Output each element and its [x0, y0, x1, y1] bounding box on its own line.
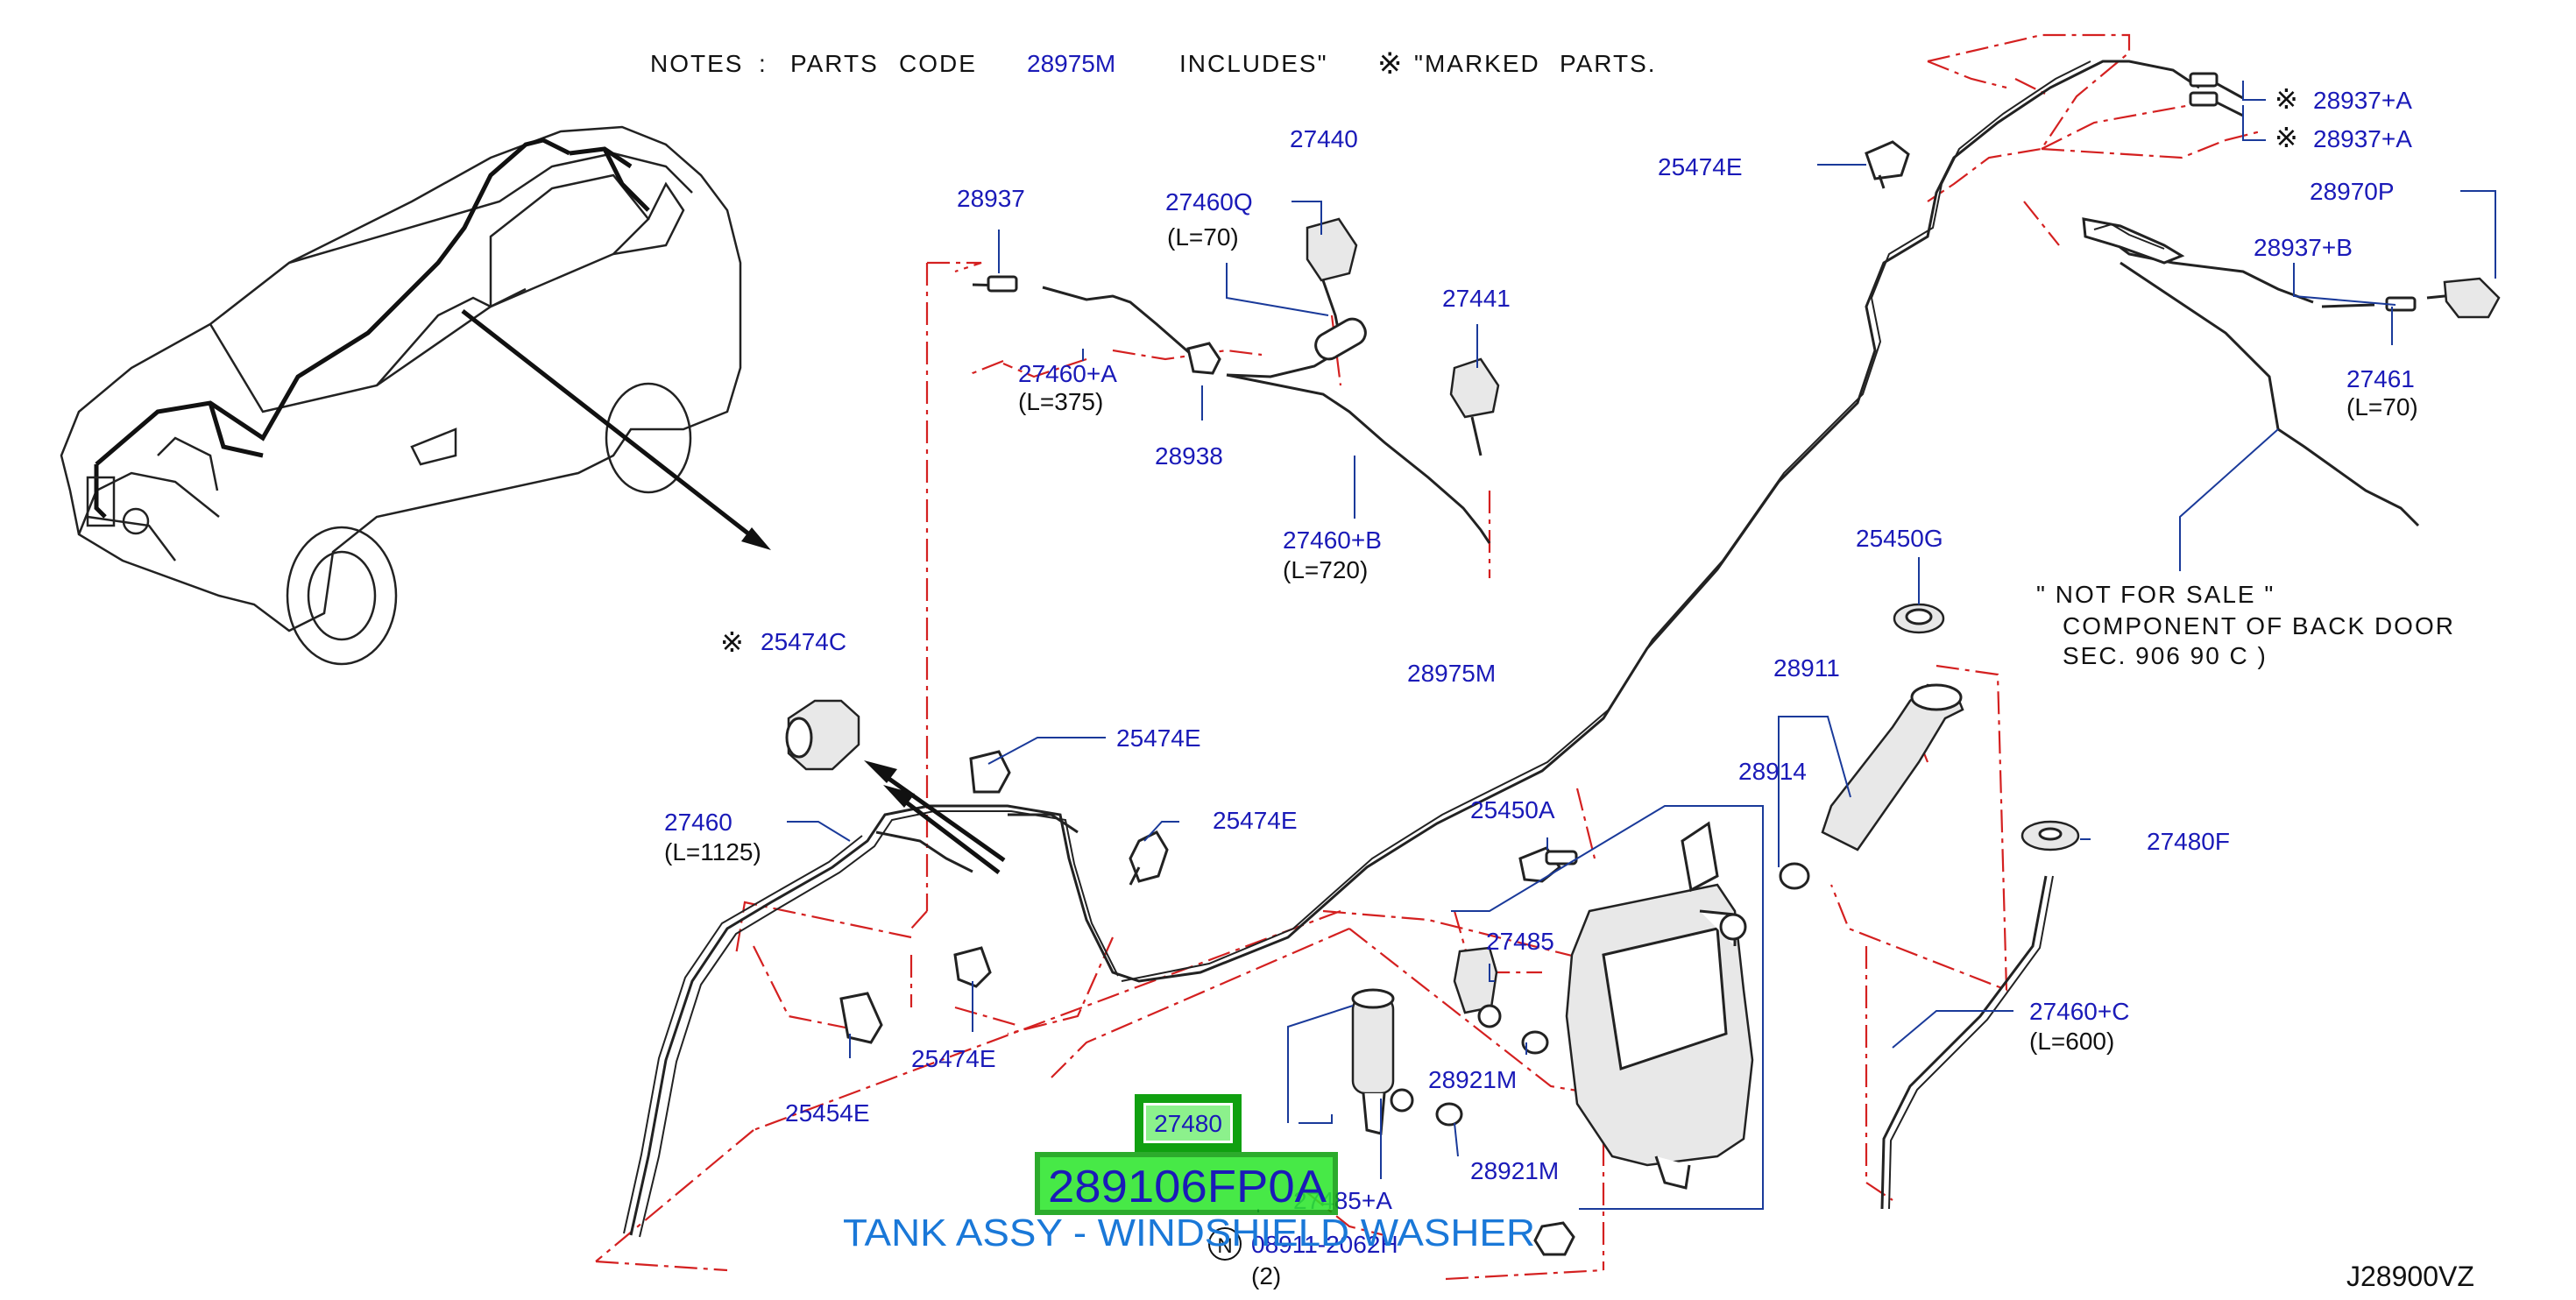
label-27460a-length: (L=375): [1018, 388, 1103, 415]
label-25474e-low: 25474E: [911, 1045, 996, 1072]
note-colon: :: [759, 50, 768, 77]
highlighted-part-name[interactable]: TANK ASSY - WINDSHIELD WASHER: [843, 1212, 1535, 1254]
label-27460-length: (L=1125): [664, 838, 761, 865]
highlighted-part-code[interactable]: 289106FP0A: [1048, 1162, 1327, 1212]
label-27460: 27460: [664, 809, 732, 836]
note-parts-word: PARTS: [790, 50, 879, 77]
part-shapes: [785, 72, 2501, 1256]
label-27460c: 27460+C: [2029, 998, 2129, 1025]
label-28937b: 28937+B: [2254, 234, 2353, 261]
label-25450a: 25450A: [1470, 796, 1555, 823]
ref-label-highlight-box: [1135, 1094, 1242, 1152]
label-25474e-right: 25474E: [1213, 807, 1298, 834]
note-code-word: CODE: [899, 50, 977, 77]
part-labels: 28937 27440 27460Q (L=70) 27441 27460+A …: [664, 83, 2474, 1292]
note-prefix: NOTES: [650, 50, 743, 77]
label-08911-n: N: [1217, 1234, 1232, 1258]
hose-routes: [623, 60, 2472, 1238]
notes-header: NOTES : PARTS CODE 28975M INCLUDES" ※ "M…: [650, 47, 1657, 81]
label-27461-length: (L=70): [2346, 393, 2418, 420]
label-28937a-1: 28937+A: [2313, 87, 2412, 114]
drawing-id: J28900VZ: [2346, 1261, 2474, 1292]
vehicle-outline: [60, 125, 771, 666]
label-27440: 27440: [1290, 125, 1358, 152]
n-circle-icon: [1208, 1227, 1242, 1261]
label-27460q: 27460Q: [1165, 188, 1253, 215]
label-28938: 28938: [1155, 442, 1223, 470]
label-27441: 27441: [1442, 285, 1511, 312]
label-28921m-1: 28921M: [1428, 1066, 1517, 1093]
marked-symbol-1: ※: [2275, 83, 2298, 115]
label-27460c-length: (L=600): [2029, 1028, 2114, 1055]
highlighted-part[interactable]: 27480 289106FP0A TANK ASSY - WINDSHIELD …: [843, 1094, 1535, 1254]
label-28937: 28937: [957, 185, 1025, 212]
ref-label-highlight-fill: [1146, 1106, 1230, 1141]
label-25474c: 25474C: [761, 628, 846, 655]
label-27485: 27485: [1486, 928, 1554, 955]
label-08911: 08911-2062H: [1251, 1231, 1398, 1258]
not-for-sale-line-1: " NOT FOR SALE ": [2036, 581, 2275, 608]
note-includes: INCLUDES": [1179, 50, 1328, 77]
label-27461: 27461: [2346, 365, 2415, 392]
note-marked: "MARKED: [1414, 50, 1540, 77]
label-08911-qty: (2): [1251, 1262, 1281, 1289]
label-28914: 28914: [1738, 758, 1807, 785]
label-25474e-top: 25474E: [1658, 153, 1743, 180]
label-27480f: 27480F: [2147, 828, 2230, 855]
label-27460a: 27460+A: [1018, 360, 1117, 387]
note-code-value: 28975M: [1027, 50, 1115, 77]
label-27460q-length: (L=70): [1167, 223, 1239, 251]
label-25450g: 25450G: [1856, 525, 1943, 552]
leader-lines: [787, 81, 2496, 1212]
label-25474e-mid: 25474E: [1116, 724, 1201, 752]
not-for-sale-line-3: SEC. 906 90 C ): [2063, 642, 2268, 669]
marked-symbol-3: ※: [720, 626, 744, 658]
note-parts: PARTS.: [1560, 50, 1657, 77]
part-code-highlight-box: [1035, 1152, 1338, 1215]
label-27460b-length: (L=720): [1283, 556, 1368, 583]
label-27460b: 27460+B: [1283, 526, 1382, 554]
label-25454e: 25454E: [785, 1099, 870, 1127]
label-28937a-2: 28937+A: [2313, 125, 2412, 152]
label-28921m-2: 28921M: [1470, 1157, 1559, 1184]
not-for-sale-line-2: COMPONENT OF BACK DOOR: [2063, 612, 2455, 639]
label-28970p: 28970P: [2310, 178, 2395, 205]
marked-symbol-2: ※: [2275, 122, 2298, 153]
label-28911: 28911: [1773, 654, 1840, 682]
label-28975m: 28975M: [1407, 660, 1496, 687]
ref-label-27480[interactable]: 27480: [1154, 1110, 1222, 1137]
note-marked-symbol: ※: [1377, 47, 1403, 81]
